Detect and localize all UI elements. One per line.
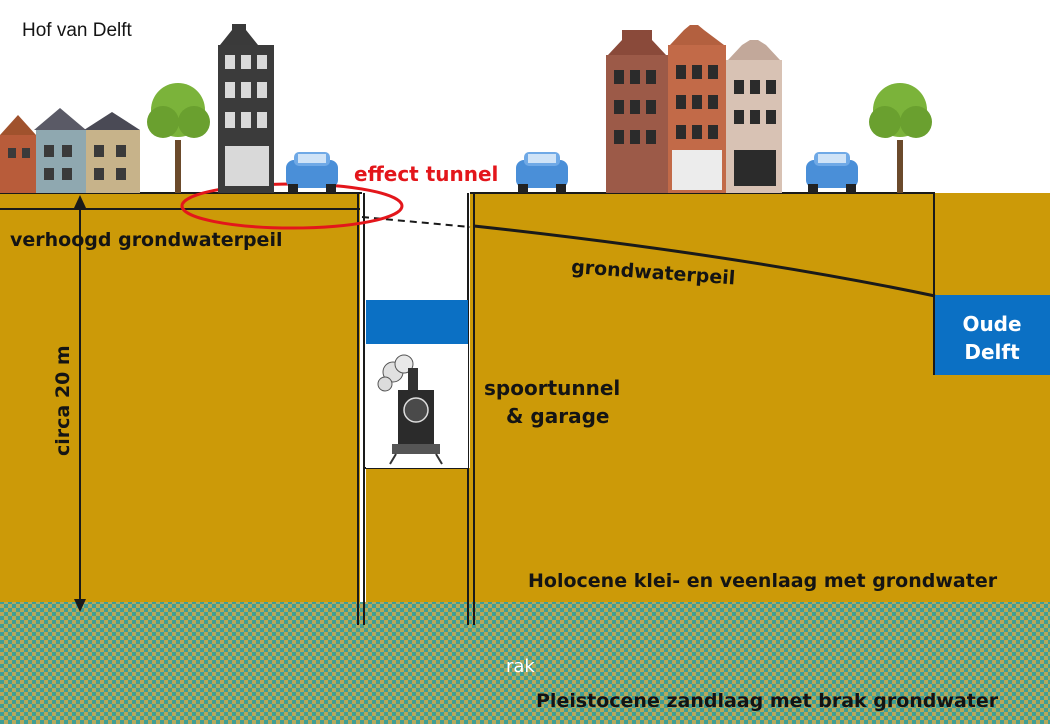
- soil-under-tunnel: [366, 468, 470, 602]
- canal-label-text: Oude Delft: [962, 312, 1022, 364]
- depth-arrow: [74, 195, 86, 612]
- pleistocene-layer-label: Pleistocene zandlaag met brak grondwater: [536, 690, 999, 712]
- groundwater-curve: [473, 224, 936, 298]
- soil-right-block: [470, 193, 1050, 602]
- left-houses-illustration: [0, 108, 140, 193]
- tree-icon-right: [869, 83, 932, 193]
- car-icon-3: [806, 152, 858, 193]
- tunnel-label-line1: spoortunnel: [484, 376, 621, 400]
- holocene-layer-label: Holocene klei- en veenlaag met grondwate…: [528, 570, 998, 592]
- stray-text-label: rak: [506, 656, 535, 677]
- depth-label: circa 20 m: [52, 345, 74, 456]
- car-icon-2: [516, 152, 568, 193]
- tree-icon-left: [147, 83, 210, 193]
- steam-train-icon: [377, 354, 443, 465]
- effect-tunnel-label: effect tunnel: [354, 162, 499, 186]
- pleistocene-sand-layer: [0, 602, 1050, 724]
- tall-house-left: [218, 24, 274, 193]
- tunnel-label-line2: & garage: [506, 404, 610, 428]
- car-icon-1: [286, 152, 338, 193]
- page-title: Hof van Delft: [22, 20, 132, 41]
- tunnel-wall-left: [357, 193, 365, 625]
- tunnel-water: [366, 300, 468, 344]
- soil-left-block: [0, 193, 360, 602]
- canal-water: [934, 295, 1050, 375]
- canal-label: Oude Delft: [934, 310, 1050, 366]
- raised-groundwater-label: verhoogd grondwaterpeil: [10, 229, 283, 251]
- right-houses-illustration: [606, 25, 782, 193]
